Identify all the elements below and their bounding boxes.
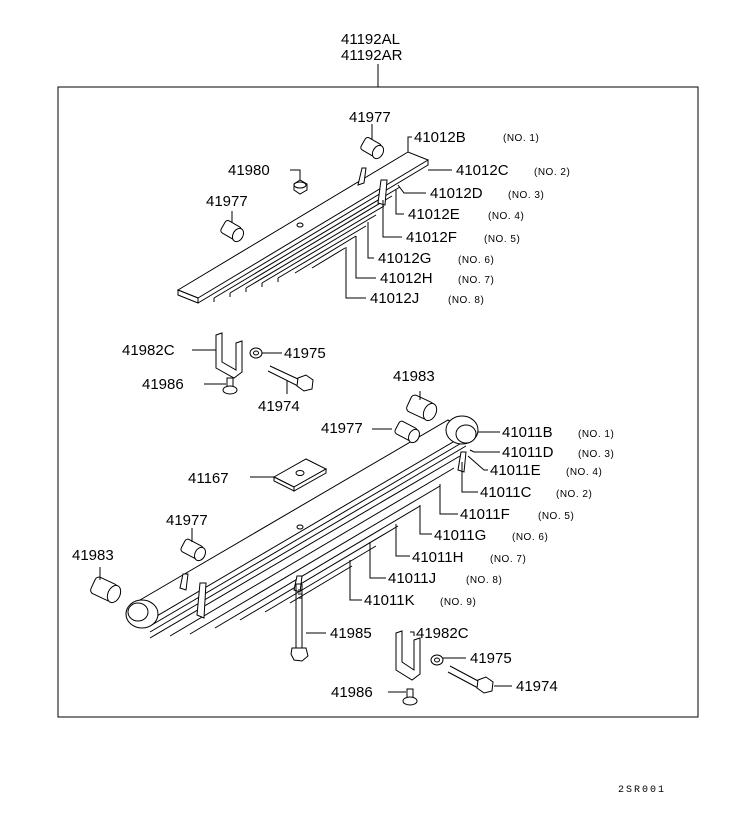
label-41982C-bottom[interactable]: 41982C	[416, 625, 469, 642]
label-41011D[interactable]: 41011D	[502, 444, 554, 461]
note-41012F: (NO. 5)	[484, 234, 520, 245]
note-41011E: (NO. 4)	[566, 467, 602, 478]
label-41977-left-rear[interactable]: 41977	[166, 512, 208, 529]
label-41011F[interactable]: 41011F	[460, 506, 510, 523]
label-41011B[interactable]: 41011B	[502, 424, 553, 441]
bolt-41974-bottom[interactable]	[447, 665, 494, 694]
label-41986-bottom[interactable]: 41986	[331, 684, 373, 701]
label-41167[interactable]: 41167	[188, 470, 229, 487]
note-41011K: (NO. 9)	[440, 597, 476, 608]
note-41012H: (NO. 7)	[458, 275, 494, 286]
note-41012B: (NO. 1)	[503, 133, 539, 144]
note-41011B: (NO. 1)	[578, 429, 614, 440]
label-41975-middle[interactable]: 41975	[284, 345, 326, 362]
note-41012D: (NO. 3)	[508, 190, 544, 201]
label-41977-left[interactable]: 41977	[206, 193, 248, 210]
label-41012C[interactable]: 41012C	[456, 162, 509, 179]
label-41011J[interactable]: 41011J	[388, 570, 436, 587]
bushing-41977-left-rear[interactable]	[180, 538, 208, 562]
nut-41980[interactable]	[293, 179, 308, 195]
note-41011F: (NO. 5)	[538, 511, 574, 522]
pad-41167[interactable]	[272, 458, 328, 492]
label-41011C[interactable]: 41011C	[480, 484, 532, 501]
label-41983-right[interactable]: 41983	[393, 368, 435, 385]
note-41012C: (NO. 2)	[534, 167, 570, 178]
clip-41982C-bottom[interactable]	[395, 630, 421, 681]
label-41983-left[interactable]: 41983	[72, 547, 114, 564]
front-leaf-spring[interactable]	[176, 151, 430, 304]
note-41011J: (NO. 8)	[466, 575, 502, 586]
label-41012B[interactable]: 41012B	[414, 129, 466, 146]
bushing-41983-right[interactable]	[405, 394, 439, 423]
label-41012D[interactable]: 41012D	[430, 185, 483, 202]
drawing-code: 2SR001	[618, 785, 666, 796]
assembly-label-left[interactable]: 41192AL	[341, 31, 400, 48]
washer-41975-middle[interactable]	[249, 347, 263, 359]
label-41977-right[interactable]: 41977	[321, 420, 363, 437]
label-41974-middle[interactable]: 41974	[258, 398, 300, 415]
bushing-41977-right[interactable]	[394, 420, 422, 444]
label-41977-top[interactable]: 41977	[349, 109, 391, 126]
note-41012J: (NO. 8)	[448, 295, 484, 306]
label-41982C-middle[interactable]: 41982C	[122, 342, 175, 359]
note-41011D: (NO. 3)	[578, 449, 614, 460]
rivet-41986-middle[interactable]	[222, 377, 238, 395]
diagram-frame	[57, 86, 699, 718]
clip-41982C-middle[interactable]	[215, 332, 243, 379]
label-41012H[interactable]: 41012H	[380, 270, 433, 287]
label-41974-bottom[interactable]: 41974	[516, 678, 558, 695]
rivet-41986-bottom[interactable]	[402, 688, 418, 706]
label-41985[interactable]: 41985	[330, 625, 372, 642]
label-41980[interactable]: 41980	[228, 162, 270, 179]
note-41011G: (NO. 6)	[512, 532, 548, 543]
washer-41975-bottom[interactable]	[430, 654, 444, 666]
assembly-label-right[interactable]: 41192AR	[341, 47, 403, 64]
label-41012E[interactable]: 41012E	[408, 206, 460, 223]
label-41011E[interactable]: 41011E	[490, 462, 541, 479]
note-41012E: (NO. 4)	[488, 211, 524, 222]
note-41012G: (NO. 6)	[458, 255, 494, 266]
bushing-41977-top[interactable]	[360, 136, 386, 160]
note-41011H: (NO. 7)	[490, 554, 526, 565]
note-41011C: (NO. 2)	[556, 489, 592, 500]
bolt-41974-middle[interactable]	[267, 365, 314, 392]
bushing-41983-left[interactable]	[89, 576, 123, 605]
label-41012G[interactable]: 41012G	[378, 250, 431, 267]
center-bolt-41985[interactable]	[290, 583, 309, 662]
bushing-41977-left[interactable]	[220, 219, 246, 243]
label-41975-bottom[interactable]: 41975	[470, 650, 512, 667]
label-41012J[interactable]: 41012J	[370, 290, 419, 307]
label-41011K[interactable]: 41011K	[364, 592, 415, 609]
label-41011G[interactable]: 41011G	[434, 527, 486, 544]
label-41986-middle[interactable]: 41986	[142, 376, 184, 393]
label-41011H[interactable]: 41011H	[412, 549, 463, 566]
label-41012F[interactable]: 41012F	[406, 229, 457, 246]
